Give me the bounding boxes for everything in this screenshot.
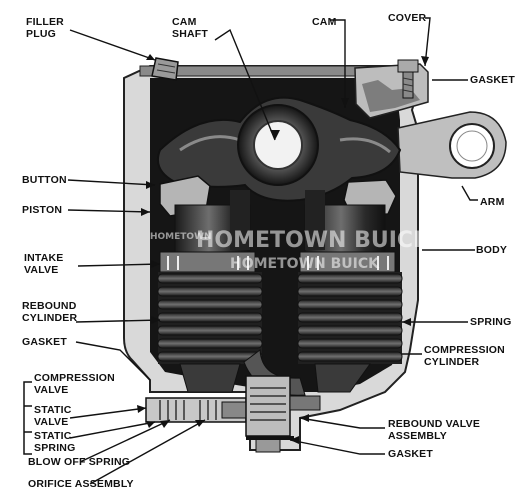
compression-valve-assembly [145, 397, 247, 423]
watermark-3: HOMETOWN [150, 232, 212, 242]
arm [397, 111, 507, 179]
watermark-1: HOMETOWN BUICK [196, 228, 431, 253]
label-orifice-assembly: ORIFICE ASSEMBLY [28, 478, 134, 490]
label-cam-shaft: CAM SHAFT [172, 16, 208, 40]
label-spring: SPRING [470, 316, 512, 328]
arrowheads [137, 54, 429, 444]
label-rebound-valve-assembly: REBOUND VALVE ASSEMBLY [388, 418, 481, 442]
rebound-cylinder [157, 272, 263, 364]
label-arm: ARM [480, 196, 505, 208]
compression-valve-bracket [23, 381, 32, 455]
label-compression-cylinder: COMPRESSION CYLINDER [424, 344, 505, 368]
pistons [174, 190, 386, 261]
label-gasket-left: GASKET [22, 336, 67, 348]
label-intake-valve: INTAKE VALVE [24, 252, 64, 276]
rebound-valve-assembly [245, 375, 321, 453]
label-filler-plug: FILLER PLUG [26, 16, 64, 40]
label-gasket-top: GASKET [470, 74, 515, 86]
bottom-gasket [246, 436, 294, 440]
label-cam: CAM [312, 16, 337, 28]
cover-bolt [397, 59, 419, 99]
intake-valves [159, 251, 396, 273]
label-gasket-bottom: GASKET [388, 448, 433, 460]
watermark-2: HOMETOWN BUICK [230, 256, 379, 272]
label-cover: COVER [388, 12, 427, 24]
label-body: BODY [476, 244, 508, 256]
leader-lines [67, 17, 478, 485]
label-static-valve: STATIC VALVE [34, 404, 72, 428]
label-rebound-cylinder: REBOUND CYLINDER [22, 300, 78, 324]
label-piston: PISTON [22, 204, 63, 216]
cam [156, 96, 402, 202]
filler-plug [151, 57, 179, 81]
compression-cylinder [297, 272, 403, 364]
label-compression-valve: COMPRESSION VALVE [34, 372, 115, 396]
label-static-spring: STATIC SPRING [34, 430, 76, 454]
label-button: BUTTON [22, 174, 67, 186]
label-blow-off-spring: BLOW OFF SPRING [28, 456, 131, 468]
